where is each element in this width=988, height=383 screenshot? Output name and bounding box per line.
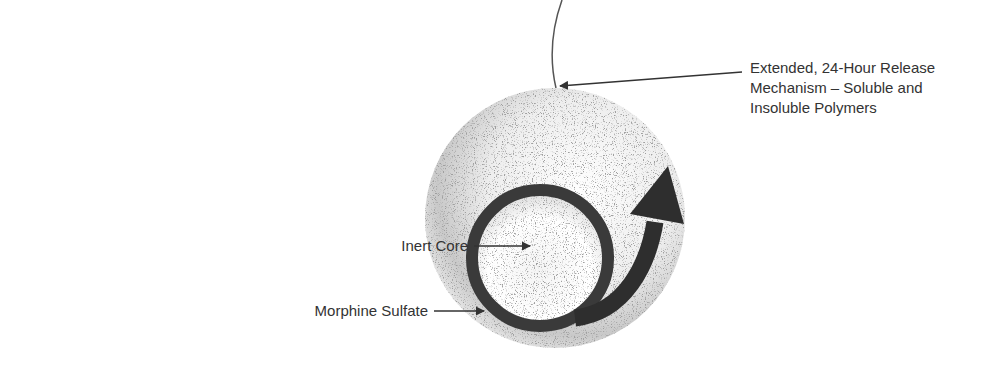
part-label: Inert Core <box>401 236 468 256</box>
thread-line <box>552 0 562 88</box>
leader-line <box>434 310 484 311</box>
inert-core <box>478 196 602 320</box>
drug-layer-ring <box>472 190 608 326</box>
leader-line <box>560 72 742 86</box>
release-arrow <box>575 222 655 318</box>
polymer-sphere <box>425 88 685 348</box>
part-label: Morphine Sulfate <box>315 301 428 321</box>
release-arrowhead <box>630 166 684 224</box>
leader-line <box>474 245 530 246</box>
callout-label: Extended, 24-Hour Release Mechanism – So… <box>750 58 950 118</box>
